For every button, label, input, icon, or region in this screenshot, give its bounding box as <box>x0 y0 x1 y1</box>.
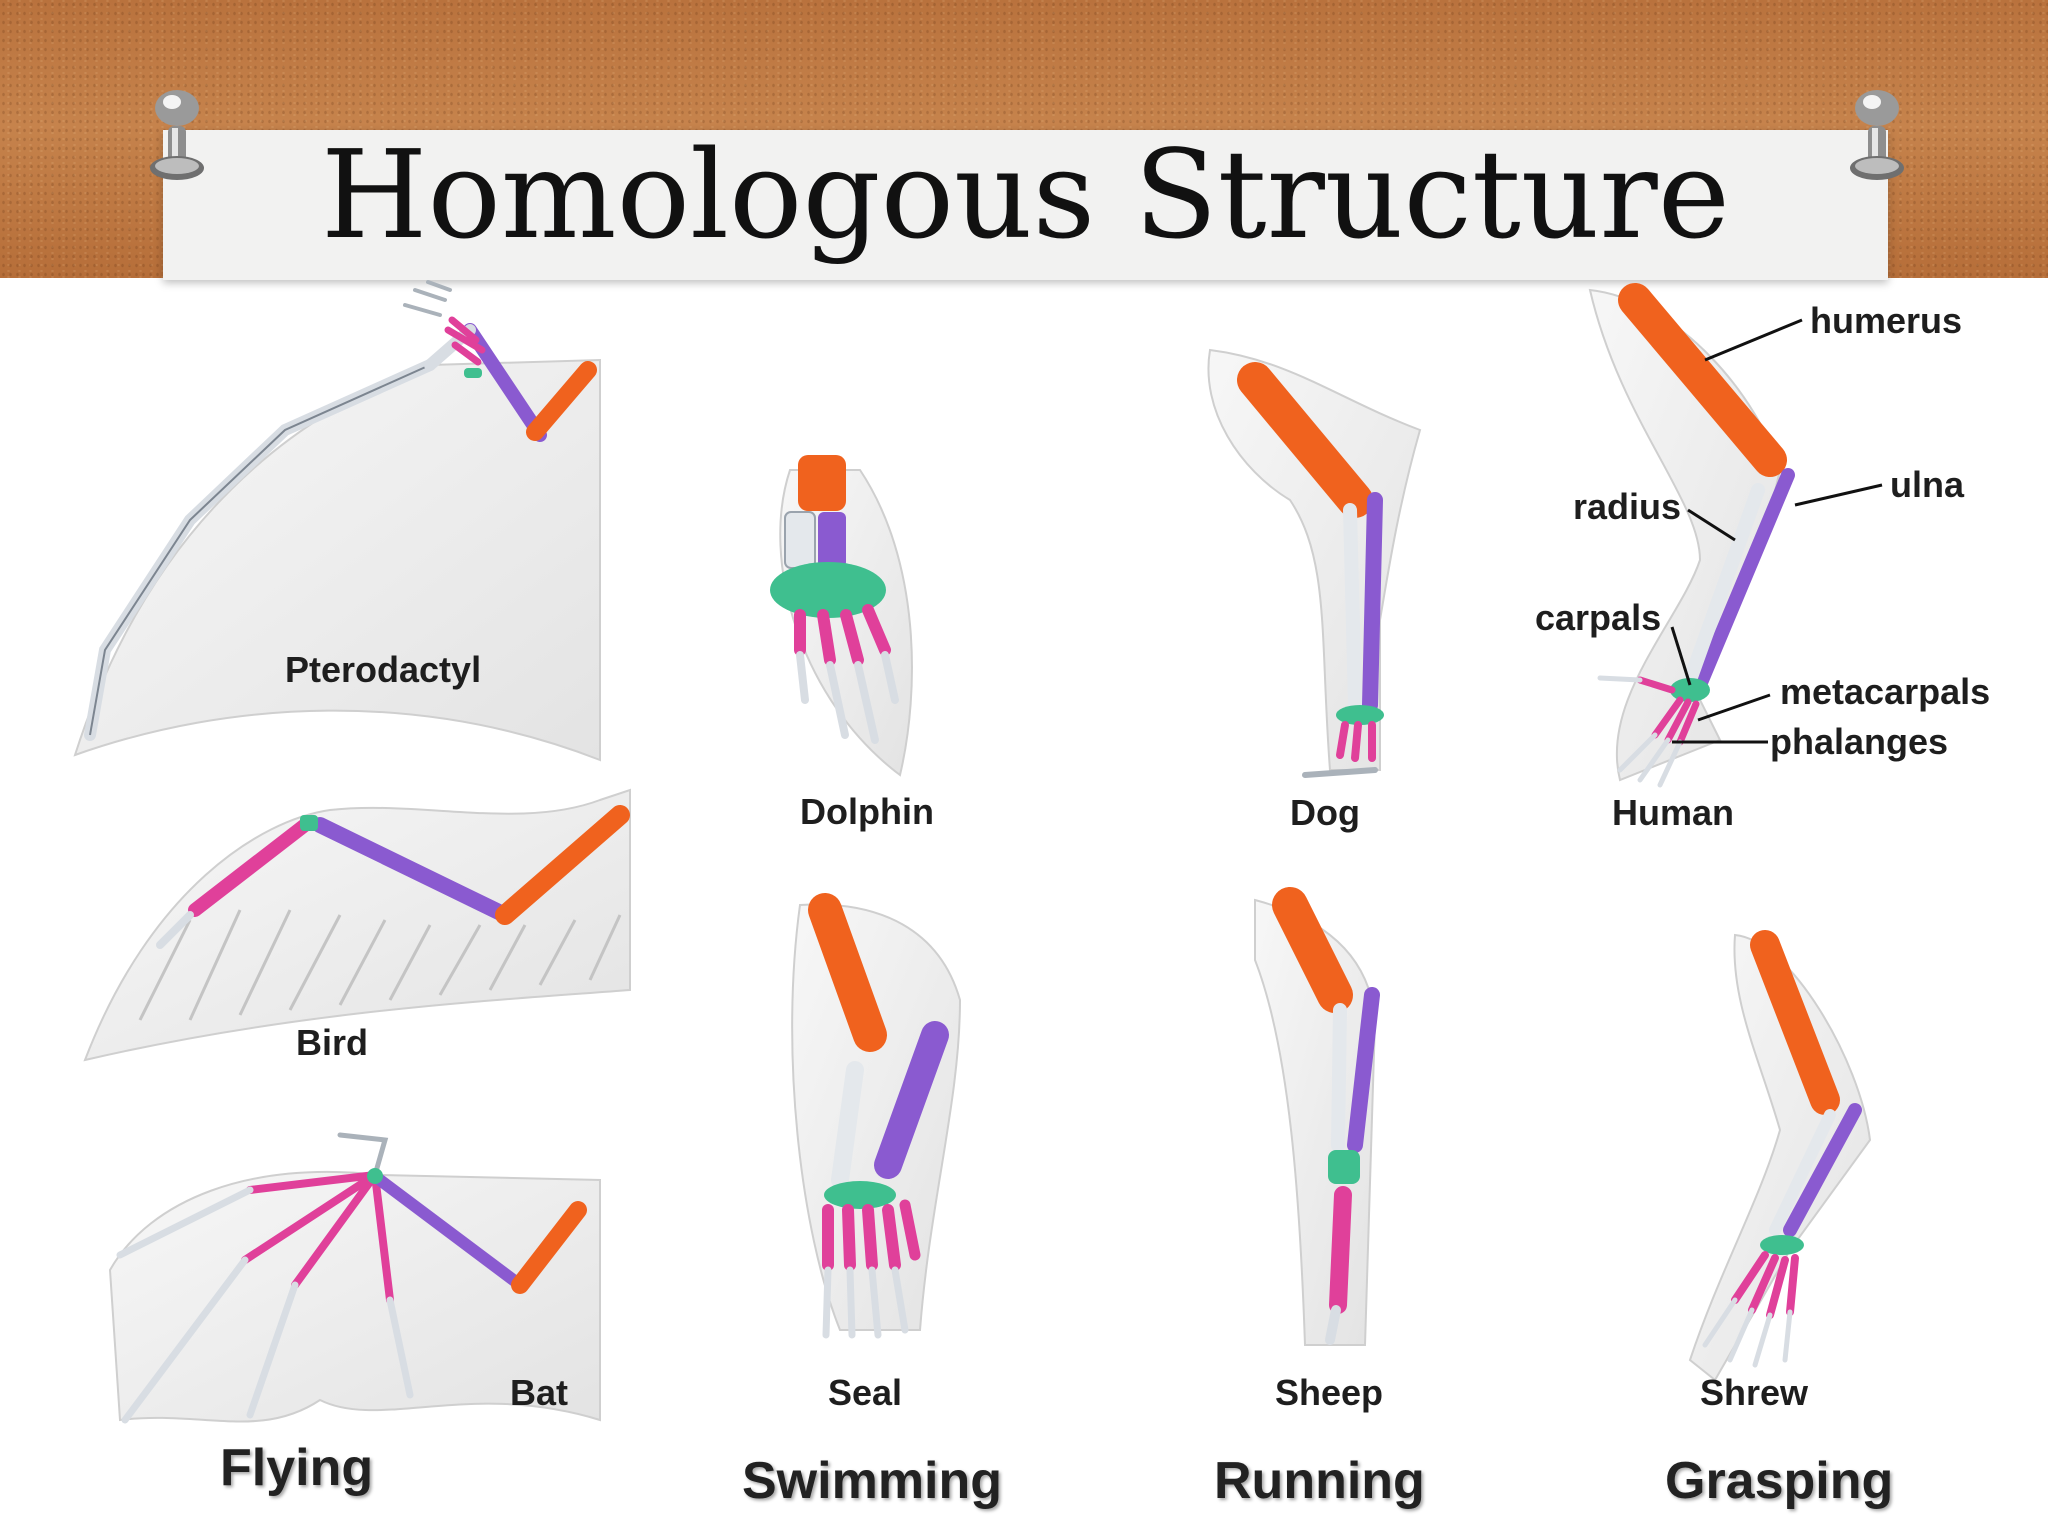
shrew-leg-drawing <box>1688 930 1872 1382</box>
label-radius: radius <box>1573 486 1682 527</box>
category-grasping: Grasping <box>1665 1452 1894 1510</box>
pterodactyl-wing-drawing <box>73 280 601 762</box>
label-phalanges: phalanges <box>1770 721 1949 762</box>
label-bird: Bird <box>296 1022 368 1063</box>
push-pin-left-icon <box>150 90 204 180</box>
push-pin-right-icon <box>1850 90 1904 180</box>
title-banner <box>163 130 1888 280</box>
label-ulna: ulna <box>1890 464 1965 505</box>
label-humerus: humerus <box>1810 300 1963 341</box>
slide-title: Homologous Structure <box>321 124 1730 266</box>
human-arm-drawing <box>1588 283 1883 788</box>
seal-flipper-drawing <box>791 893 962 1339</box>
label-pterodactyl: Pterodactyl <box>285 649 482 690</box>
bat-wing-drawing <box>108 1132 601 1424</box>
category-swimming: Swimming <box>742 1452 1003 1510</box>
label-sheep: Sheep <box>1275 1372 1384 1413</box>
label-seal: Seal <box>828 1372 903 1413</box>
label-human: Human <box>1612 792 1735 833</box>
label-shrew: Shrew <box>1700 1372 1809 1413</box>
dolphin-flipper-drawing <box>770 455 913 777</box>
label-metacarpals: metacarpals <box>1780 671 1991 712</box>
bird-wing-drawing <box>83 788 631 1062</box>
label-dog: Dog <box>1290 792 1360 833</box>
dog-leg-drawing <box>1207 348 1422 778</box>
label-dolphin: Dolphin <box>800 791 934 832</box>
label-carpals: carpals <box>1535 597 1662 638</box>
category-running: Running <box>1214 1452 1425 1510</box>
sheep-leg-drawing <box>1254 887 1380 1346</box>
category-flying: Flying <box>220 1439 374 1497</box>
label-bat: Bat <box>510 1372 569 1413</box>
